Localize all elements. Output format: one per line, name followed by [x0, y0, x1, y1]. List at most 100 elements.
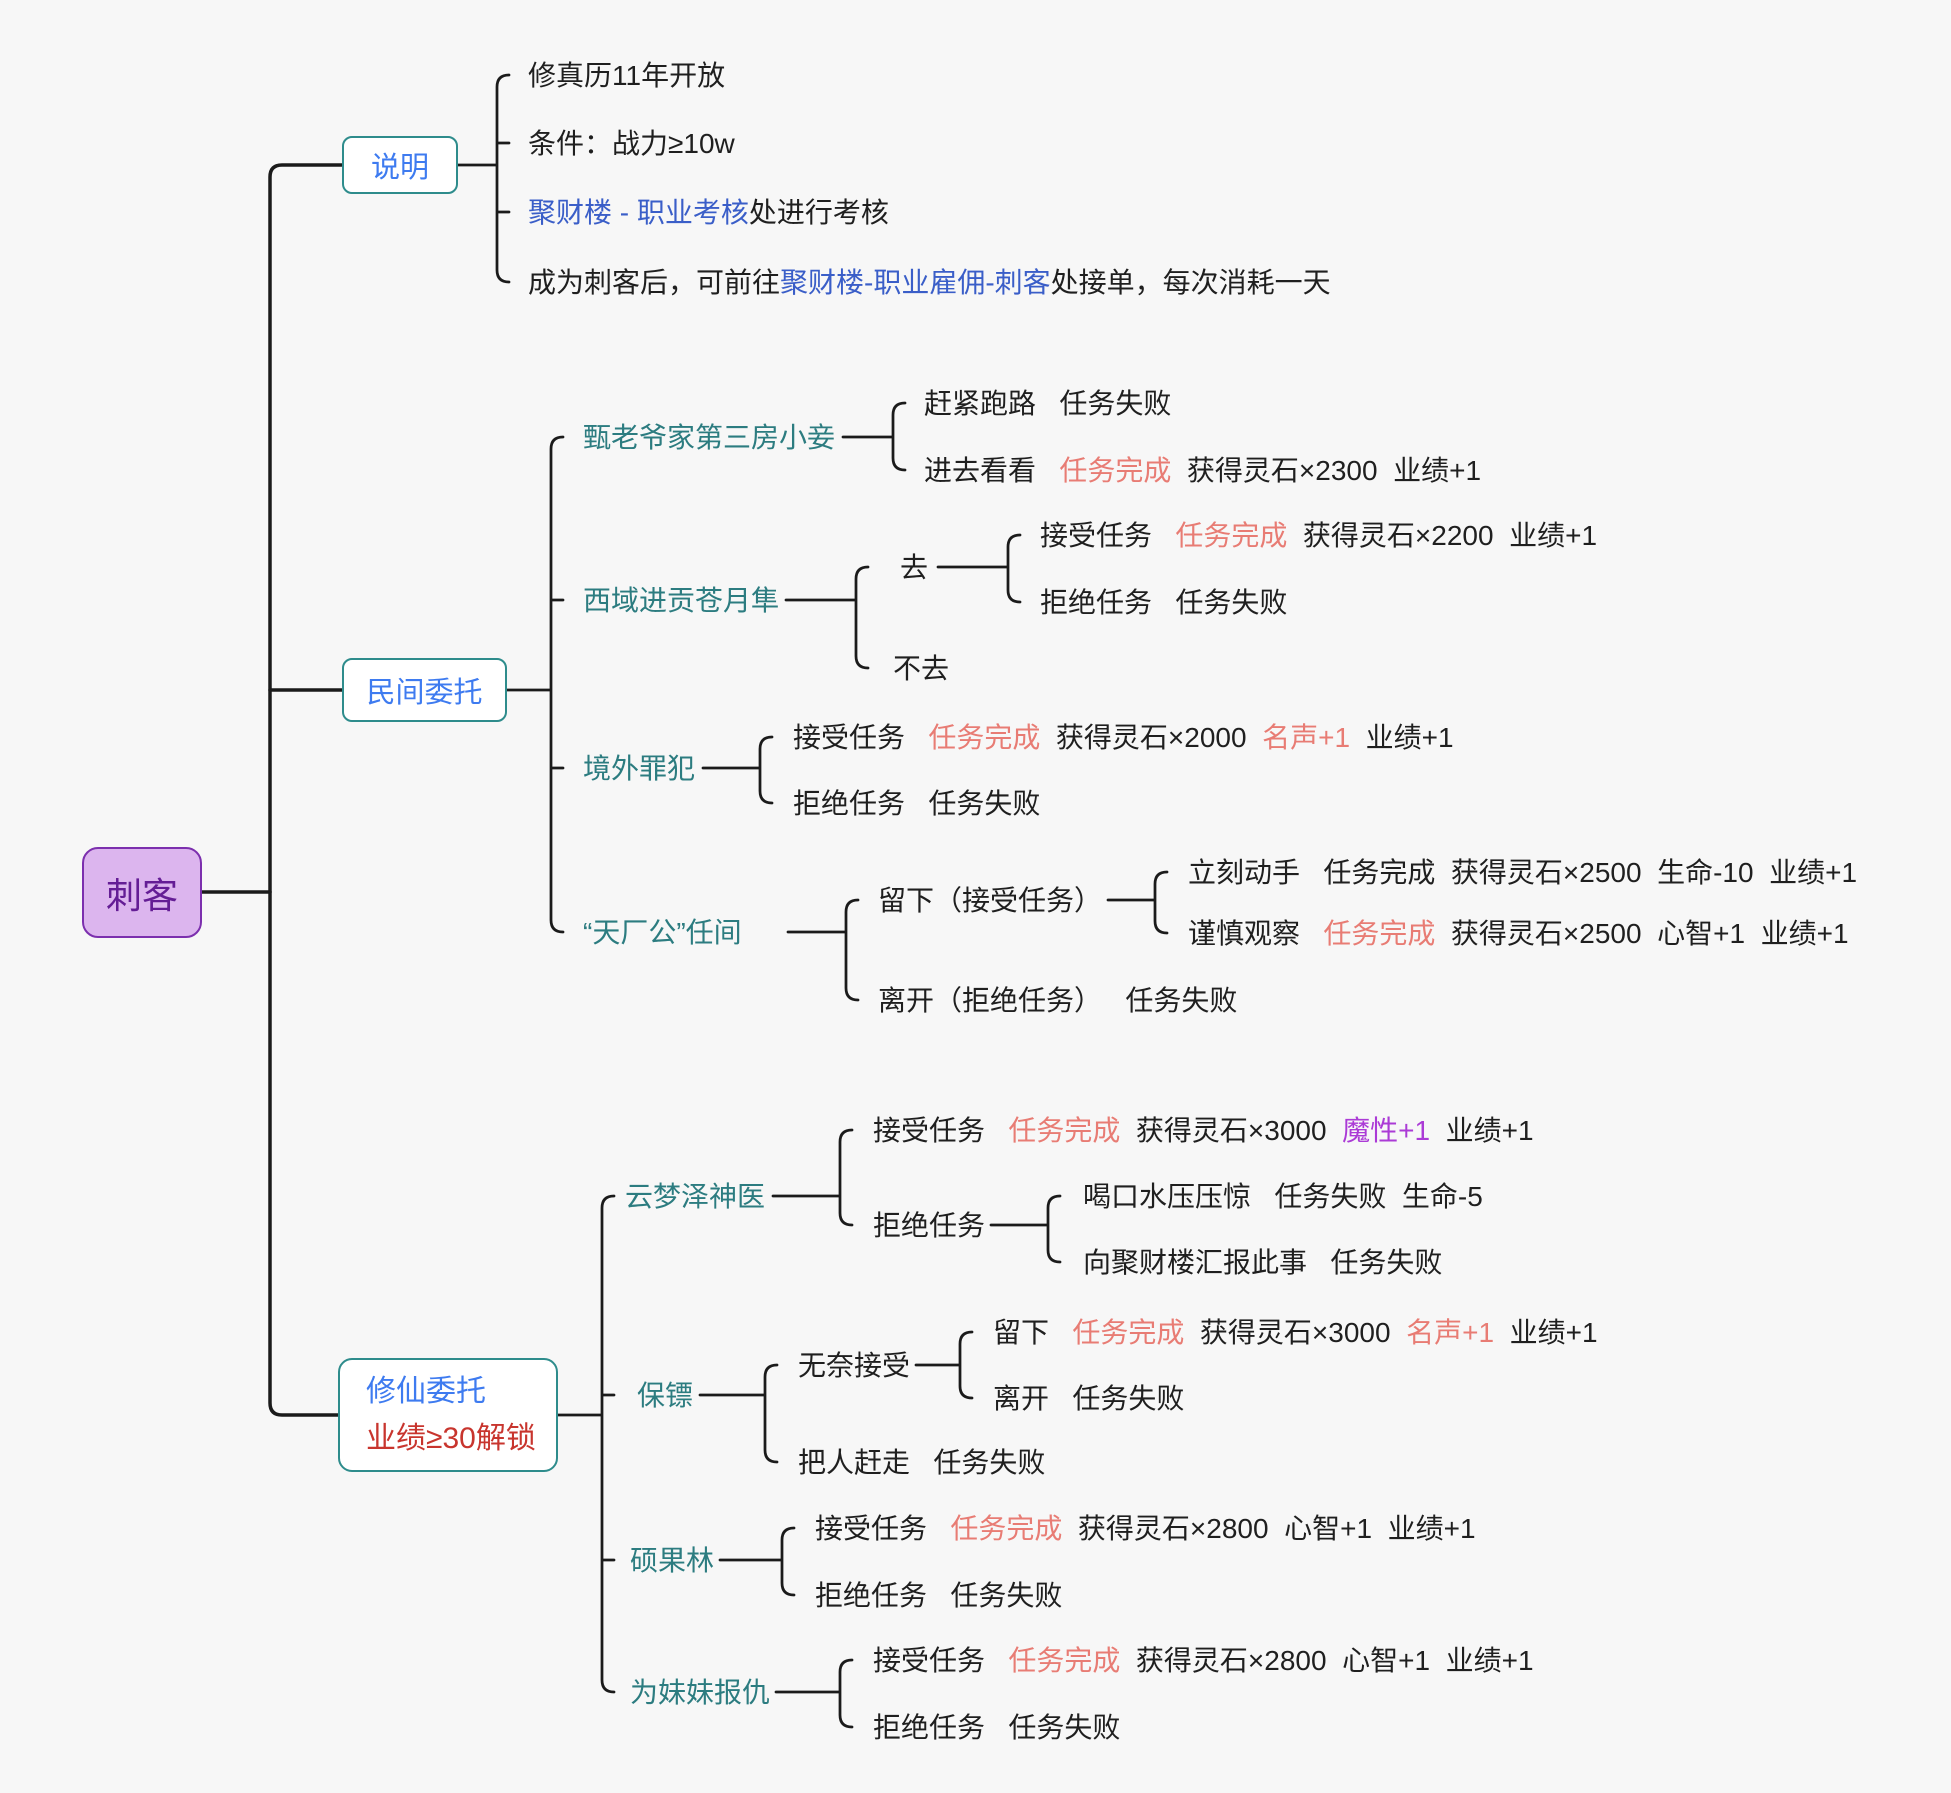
option-accept-revenge[interactable]: 接受任务 任务完成 获得灵石×2800 心智+1 业绩+1	[873, 1639, 1534, 1679]
topic-shuoguolin[interactable]: 硕果林	[630, 1545, 715, 1577]
option-not-go[interactable]: 不去	[893, 647, 949, 687]
text-segment: 留下（接受任务）	[878, 885, 1103, 917]
bracket-qu	[936, 533, 1022, 604]
root-node-assassin[interactable]: 刺客	[82, 847, 202, 938]
text-segment: 魔性+1	[1342, 1115, 1431, 1147]
text-segment: 去	[900, 552, 929, 584]
text-segment: 获得灵石×2800 心智+1 业绩+1	[1062, 1513, 1476, 1545]
option-run-away[interactable]: 赶紧跑路 任务失败	[924, 382, 1171, 422]
bracket-baobiao	[698, 1363, 779, 1464]
text-segment: 处进行考核	[748, 197, 889, 229]
topic-zhen-mistress[interactable]: 甄老爷家第三房小妾	[583, 422, 836, 454]
text-segment: 获得灵石×2800 心智+1 业绩+1	[1120, 1645, 1534, 1677]
text-segment: 把人赶走 任务失败	[798, 1447, 1046, 1479]
option-go[interactable]: 去	[900, 546, 928, 586]
note-condition[interactable]: 条件：战力≥10w	[528, 122, 735, 162]
option-drink-water[interactable]: 喝口水压压惊 任务失败 生命-5	[1083, 1175, 1483, 1215]
text-segment: 拒绝任务 任务失败	[873, 1712, 1121, 1744]
option-observe[interactable]: 谨慎观察 任务完成 获得灵石×2500 心智+1 业绩+1	[1188, 912, 1849, 952]
option-report-jucailou[interactable]: 向聚财楼汇报此事 任务失败	[1083, 1241, 1442, 1281]
bracket-tianchang	[786, 898, 860, 1002]
note-assessment[interactable]: 聚财楼 - 职业考核处进行考核	[528, 191, 889, 231]
text-segment: 拒绝任务	[873, 1210, 986, 1242]
text-segment: 名声+1	[1406, 1317, 1495, 1349]
text-segment: 聚财楼-职业雇佣-刺客	[780, 267, 1051, 299]
bracket-jingwai	[701, 735, 774, 805]
text-segment: 任务完成	[1323, 918, 1436, 950]
node-xiuxian-label: 修仙委托	[366, 1375, 486, 1408]
text-segment: 成为刺客后，可前往	[528, 267, 781, 299]
option-act-at-once[interactable]: 立刻动手 任务完成 获得灵石×2500 生命-10 业绩+1	[1188, 851, 1857, 891]
option-drive-away[interactable]: 把人赶走 任务失败	[798, 1441, 1045, 1481]
text-segment: 赶紧跑路 任务失败	[924, 388, 1172, 420]
option-go-look[interactable]: 进去看看 任务完成 获得灵石×2300 业绩+1	[924, 449, 1481, 489]
text-segment: 任务完成	[1072, 1317, 1185, 1349]
option-stay-accept[interactable]: 留下（接受任务）	[878, 879, 1102, 919]
option-accept-falcon[interactable]: 接受任务 任务完成 获得灵石×2200 业绩+1	[1040, 514, 1597, 554]
option-reluctant-accept[interactable]: 无奈接受	[798, 1344, 910, 1384]
option-refuse-revenge[interactable]: 拒绝任务 任务失败	[873, 1706, 1120, 1746]
text-segment: 离开（拒绝任务） 任务失败	[878, 985, 1238, 1017]
trunk-spine	[268, 163, 344, 1417]
topic-yunmengze-doctor[interactable]: 云梦泽神医	[625, 1181, 766, 1213]
bracket-jujue-yunmeng	[989, 1194, 1062, 1264]
text-segment: 获得灵石×2500 心智+1 业绩+1	[1435, 918, 1849, 950]
bracket-weimeimei	[774, 1658, 854, 1729]
option-accept-doctor[interactable]: 接受任务 任务完成 获得灵石×3000 魔性+1 业绩+1	[873, 1109, 1534, 1149]
text-segment: 获得灵石×2000	[1040, 722, 1263, 754]
node-xiuxian-weituo[interactable]: 修仙委托 业绩≥30解锁	[338, 1358, 558, 1472]
node-minjian-weituo[interactable]: 民间委托	[342, 658, 507, 722]
option-accept-orchard[interactable]: 接受任务 任务完成 获得灵石×2800 心智+1 业绩+1	[815, 1507, 1476, 1547]
text-segment: 任务完成	[1008, 1115, 1121, 1147]
bracket-liuxia	[1106, 870, 1169, 935]
bracket-xiyu	[784, 565, 870, 670]
text-segment: 获得灵石×3000	[1184, 1317, 1407, 1349]
bracket-zhen	[841, 401, 907, 472]
topic-tianchanggong[interactable]: “天厂公”任间	[583, 917, 742, 949]
text-segment: 条件：战力≥10w	[528, 128, 735, 160]
text-segment: 获得灵石×2200 业绩+1	[1287, 520, 1598, 552]
topic-border-criminal[interactable]: 境外罪犯	[583, 753, 696, 785]
text-segment: 聚财楼 - 职业考核	[528, 197, 749, 229]
option-accept-criminal[interactable]: 接受任务 任务完成 获得灵石×2000 名声+1 业绩+1	[793, 716, 1454, 756]
bracket-shuoming	[456, 73, 511, 284]
text-segment: 业绩+1	[1494, 1317, 1598, 1349]
text-segment: 拒绝任务 任务失败	[793, 788, 1041, 820]
topic-avenge-sister[interactable]: 为妹妹报仇	[630, 1677, 771, 1709]
option-refuse-doctor[interactable]: 拒绝任务	[873, 1204, 985, 1244]
note-open-time[interactable]: 修真历11年开放	[528, 54, 725, 94]
node-shuoming[interactable]: 说明	[342, 136, 458, 194]
text-segment: 不去	[893, 653, 950, 685]
option-refuse-falcon[interactable]: 拒绝任务 任务失败	[1040, 581, 1287, 621]
option-leave-refuse[interactable]: 离开（拒绝任务） 任务失败	[878, 979, 1237, 1019]
text-segment: 进去看看	[924, 455, 1060, 487]
text-segment: 接受任务	[793, 722, 929, 754]
bracket-shuoguolin	[718, 1526, 796, 1597]
topic-bodyguard[interactable]: 保镖	[637, 1380, 694, 1412]
option-leave-bodyguard[interactable]: 离开 任务失败	[993, 1377, 1184, 1417]
text-segment: 拒绝任务 任务失败	[815, 1580, 1063, 1612]
text-segment: 拒绝任务 任务失败	[1040, 587, 1288, 619]
text-segment: 任务完成	[1059, 455, 1172, 487]
text-segment: 谨慎观察	[1188, 918, 1324, 950]
text-segment: 向聚财楼汇报此事 任务失败	[1083, 1247, 1443, 1279]
bracket-xiuxian	[556, 1194, 616, 1694]
option-stay-bodyguard[interactable]: 留下 任务完成 获得灵石×3000 名声+1 业绩+1	[993, 1311, 1598, 1351]
text-segment: 接受任务	[1040, 520, 1176, 552]
note-take-orders[interactable]: 成为刺客后，可前往聚财楼-职业雇佣-刺客处接单，每次消耗一天	[528, 261, 1331, 301]
text-segment: 任务完成	[1175, 520, 1288, 552]
text-segment: 无奈接受	[798, 1350, 911, 1382]
text-segment: 任务完成	[950, 1513, 1063, 1545]
text-segment: 获得灵石×3000	[1120, 1115, 1343, 1147]
text-segment: 处接单，每次消耗一天	[1050, 267, 1331, 299]
text-segment: 任务完成	[1008, 1645, 1121, 1677]
option-refuse-criminal[interactable]: 拒绝任务 任务失败	[793, 782, 1040, 822]
option-refuse-orchard[interactable]: 拒绝任务 任务失败	[815, 1574, 1062, 1614]
text-segment: 离开 任务失败	[993, 1383, 1185, 1415]
topic-canyue-falcon[interactable]: 西域进贡苍月隼	[583, 585, 780, 617]
text-segment: 业绩+1	[1350, 722, 1454, 754]
text-segment: 立刻动手 任务完成 获得灵石×2500 生命-10 业绩+1	[1188, 857, 1858, 889]
bracket-yunmeng	[771, 1128, 854, 1227]
bracket-minjian	[505, 435, 565, 934]
